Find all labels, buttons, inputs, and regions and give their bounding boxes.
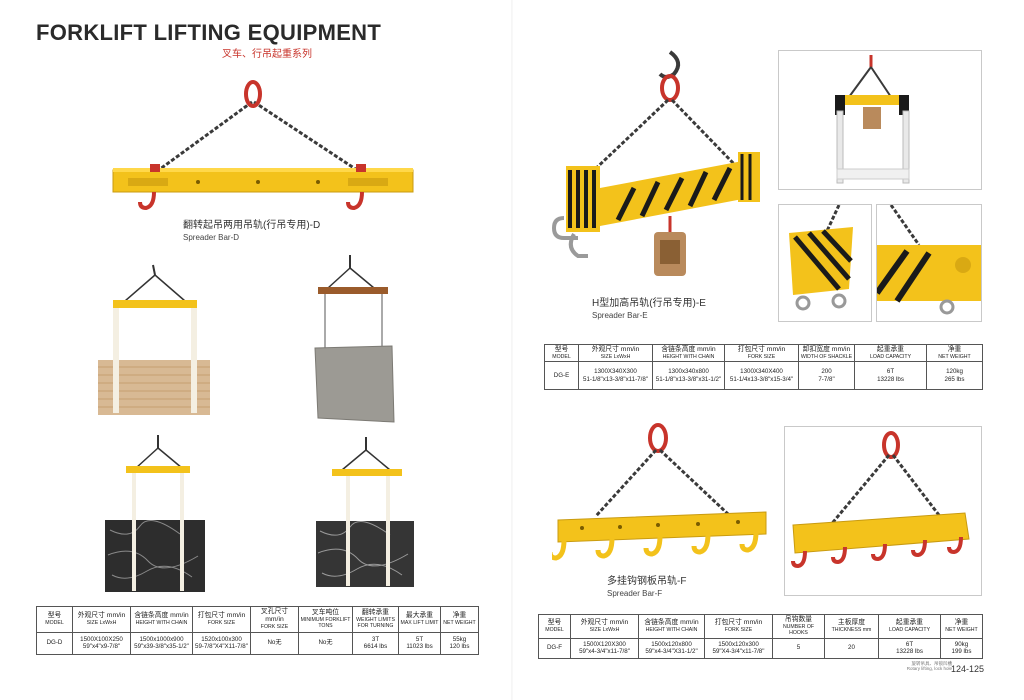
cell-package: 1500x120x300 59"X4-3/4"x11-7/8"	[704, 637, 773, 659]
cell-thickness: 20	[824, 637, 879, 659]
cell-load: 6T 13228 lbs	[854, 361, 927, 391]
cell-model: DG-F	[538, 637, 571, 659]
page-spine	[511, 0, 513, 700]
cell-hooks: 5	[772, 637, 825, 659]
detail-e-beam-photo	[874, 204, 981, 315]
caption-zh: H型加高吊轨(行吊专用)-E	[592, 298, 706, 309]
cell-net-weight: 55kg 120 lbs	[440, 631, 479, 655]
cell-height: 1500x1000x900 59"x39-3/8"x35-1/2"	[130, 631, 193, 655]
cell-shackle: 200 7-7/8"	[798, 361, 855, 391]
cell-height: 1300x340x800 51-1/8"x13-3/8"x31-1/2"	[652, 361, 725, 391]
cell-net-weight: 120kg 265 lbs	[926, 361, 983, 391]
demo-marble-slab-photo	[98, 264, 210, 415]
caption-zh: 多挂钩钢板吊轨-F	[607, 576, 687, 587]
caption-spreader-bar-e: H型加高吊轨(行吊专用)-E Spreader Bar-E	[592, 298, 706, 321]
caption-en: Spreader Bar-D	[183, 232, 240, 242]
cell-package: 1520x100x300 59-7/8"X4"X11-7/8"	[192, 631, 251, 655]
detail-f-hooks-photo	[791, 431, 970, 569]
detail-frame-e-3	[874, 204, 982, 322]
cell-size: 1500X120X300 59"x4-3/4"x11-7/8"	[570, 637, 639, 659]
cell-model: DG-E	[544, 361, 579, 391]
spreader-bar-e-photo	[551, 50, 760, 276]
cell-turning: 3T 6614 lbs	[352, 631, 399, 655]
cell-net-weight: 90kg 199 lbs	[940, 637, 983, 659]
cell-tons: No无	[298, 631, 353, 655]
caption-spreader-bar-d: 翻转起吊两用吊轨(行吊专用)-D Spreader Bar-D	[183, 220, 320, 243]
caption-en: Spreader Bar-F	[607, 588, 663, 598]
detail-frame-e-2	[778, 204, 872, 322]
cell-size: 1300X340X300 51-1/8"x13-3/8"x11-7/8"	[578, 361, 653, 391]
page-small-note: 旋转吊具、吊锁凹槽 Rotary lifting, lock hole	[906, 661, 952, 671]
detail-frame-e-1	[778, 50, 982, 190]
table-row: DG-F 1500X120X300 59"x4-3/4"x11-7/8" 150…	[538, 637, 983, 659]
spreader-bar-f-photo	[552, 423, 767, 561]
detail-e-lift-photo	[835, 55, 910, 184]
cell-load: 6T 13228 lbs	[878, 637, 941, 659]
caption-en: Spreader Bar-E	[592, 310, 648, 320]
page-subtitle: 叉车、行吊起重系列	[222, 49, 312, 60]
cell-size: 1500X100X250 59"x4"x9-7/8"	[72, 631, 131, 655]
detail-e-end-plate-photo	[789, 204, 853, 311]
page-number: 124-125	[950, 664, 984, 674]
demo-dark-marble-2-photo	[316, 437, 414, 587]
cell-height: 1500x120x800 59"x4-3/4"X31-1/2"	[638, 637, 705, 659]
cell-model: DG-D	[36, 631, 73, 655]
cell-max-lift: 5T 11023 lbs	[398, 631, 441, 655]
caption-zh: 翻转起吊两用吊轨(行吊专用)-D	[183, 220, 321, 231]
spreader-bar-d-photo	[112, 80, 414, 211]
caption-spreader-bar-f: 多挂钩钢板吊轨-F Spreader Bar-F	[607, 576, 686, 599]
page-title: FORKLIFT LIFTING EQUIPMENT	[36, 20, 382, 45]
cell-fork: No无	[250, 631, 299, 655]
cell-package: 1300X340X400 51-1/4x13-3/8"x15-3/4"	[724, 361, 799, 391]
table-row: DG-D 1500X100X250 59"x4"x9-7/8" 1500x100…	[36, 631, 479, 655]
demo-dark-marble-photo	[105, 435, 205, 592]
table-row: DG-E 1300X340X300 51-1/8"x13-3/8"x11-7/8…	[544, 361, 983, 391]
demo-steel-plate-photo	[314, 255, 395, 423]
detail-frame-f	[784, 426, 982, 596]
